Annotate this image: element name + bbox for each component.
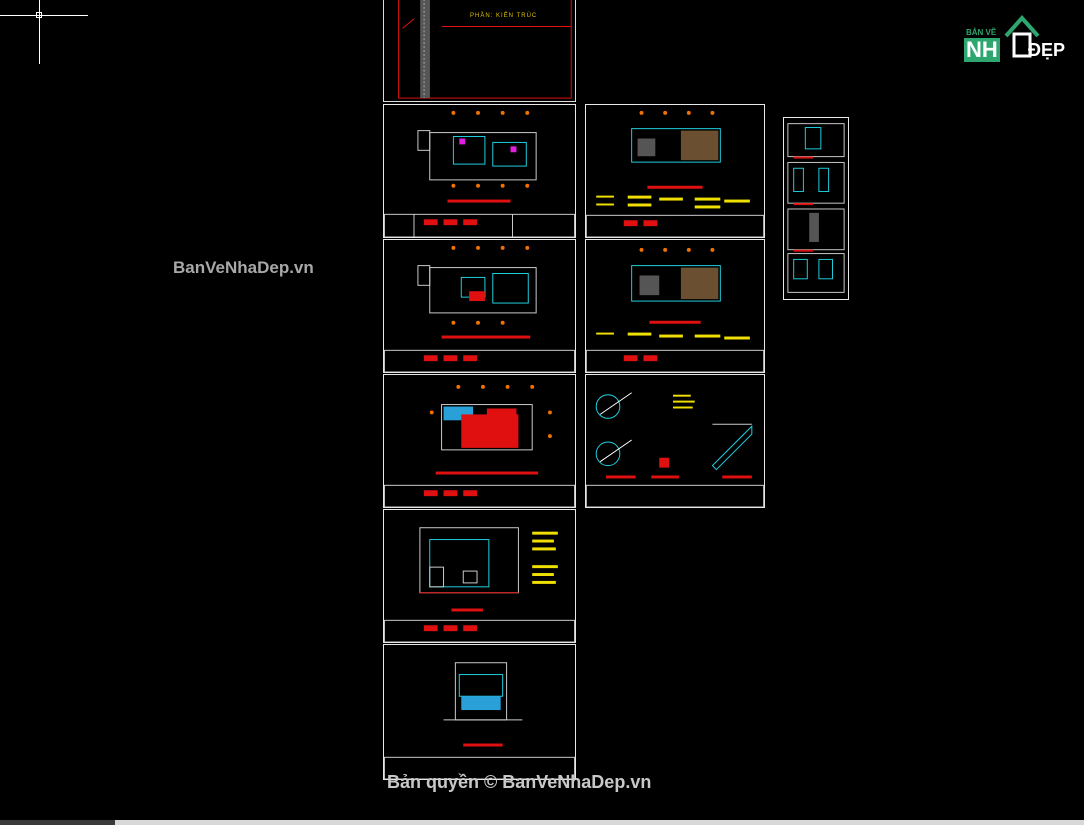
house-logo-icon <box>1004 14 1040 58</box>
cover-sheet[interactable]: PHẦN: KIẾN TRÚC <box>383 0 576 102</box>
sheet-roof-plan[interactable] <box>383 374 576 508</box>
status-bar <box>0 820 1084 825</box>
sheet-floor-finish-plan-1[interactable] <box>585 104 765 238</box>
sheet-detail-strip[interactable] <box>783 117 849 300</box>
sheet-stair-details[interactable] <box>585 374 765 508</box>
sheet-front-elevation[interactable] <box>383 509 576 643</box>
cover-title: PHẦN: KIẾN TRÚC <box>470 13 538 19</box>
site-logo: BẢN VẼ NH ĐẸP <box>962 10 1074 66</box>
watermark-copyright: Bản quyền © BanVeNhaDep.vn <box>387 772 652 792</box>
sheet-ground-floor-plan[interactable] <box>383 104 576 238</box>
sheet-upper-floor-plan[interactable] <box>383 239 576 373</box>
sheet-floor-finish-plan-2[interactable] <box>585 239 765 373</box>
logo-text-dep: ĐẸP <box>1028 40 1066 60</box>
logo-text-ban-ve: BẢN VẼ <box>966 28 997 37</box>
sheet-section[interactable] <box>383 644 576 780</box>
horizontal-scrollbar[interactable] <box>115 820 1084 825</box>
watermark-side: BanVeNhaDep.vn <box>173 258 314 277</box>
logo-text-nha: NH <box>964 37 1000 62</box>
